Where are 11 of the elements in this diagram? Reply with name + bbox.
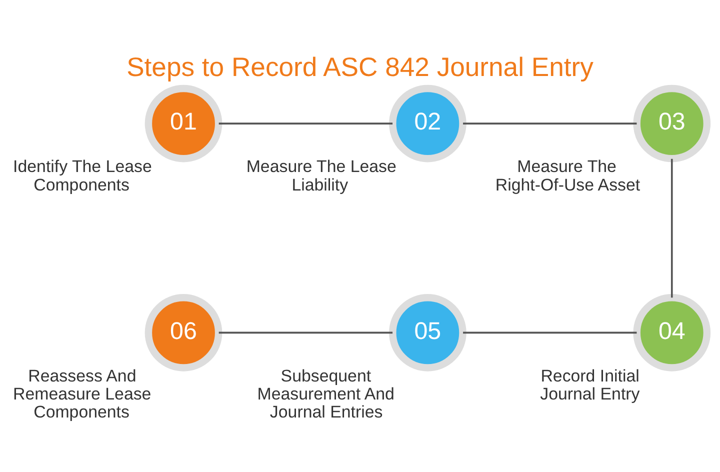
node-circle: 03 [633, 84, 711, 162]
diagram-title: Steps to Record ASC 842 Journal Entry [126, 52, 594, 82]
node-circle: 02 [389, 84, 466, 162]
connector [463, 332, 637, 334]
node-circle: 01 [144, 84, 222, 162]
connector [218, 332, 393, 334]
node-circle: 05 [389, 294, 466, 372]
node-circle: 06 [144, 294, 222, 372]
connector [218, 122, 393, 124]
connector [463, 122, 637, 124]
connector [670, 158, 673, 298]
